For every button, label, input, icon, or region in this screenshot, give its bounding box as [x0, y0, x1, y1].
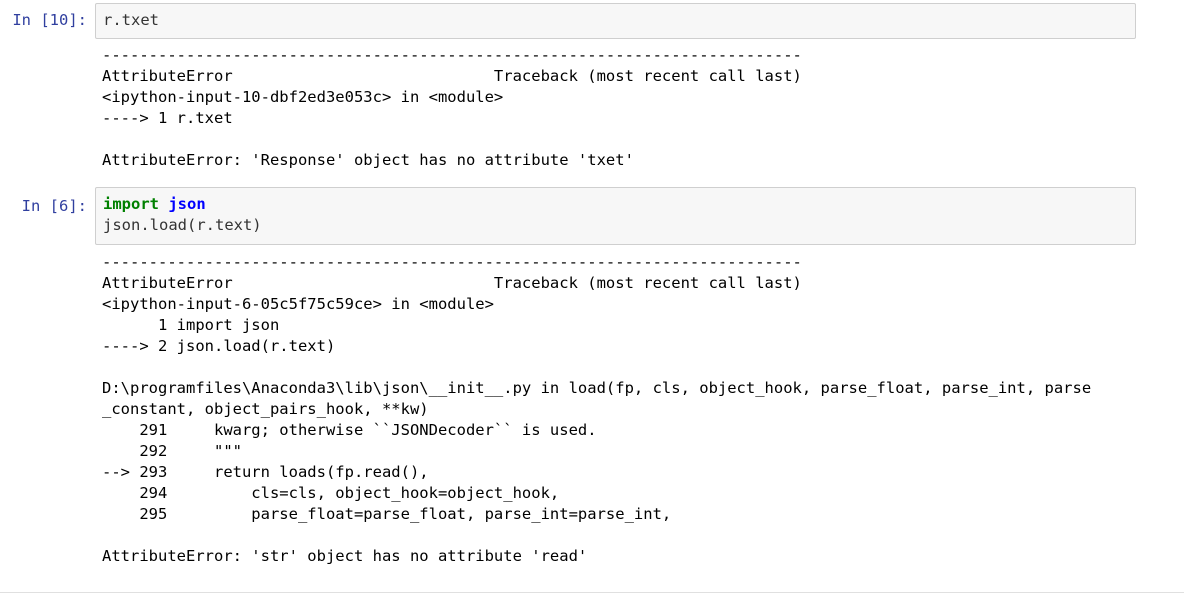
cell-output: ----------------------------------------… — [102, 45, 1162, 171]
output-line: 292 """ — [102, 442, 242, 460]
code-line: r.txet — [103, 11, 159, 29]
output-line — [102, 525, 1162, 546]
output-line — [102, 129, 1162, 150]
output-line: AttributeError Traceback (most recent ca… — [102, 274, 802, 292]
output-line: ----------------------------------------… — [102, 46, 802, 64]
output-line: ----> 1 r.txet — [102, 109, 233, 127]
output-line: <ipython-input-10-dbf2ed3e053c> in <modu… — [102, 88, 504, 106]
error-message: AttributeError: 'str' object has no attr… — [102, 547, 588, 565]
output-line: 291 kwarg; otherwise ``JSONDecoder`` is … — [102, 421, 597, 439]
output-line: ----> 2 json.load(r.text) — [102, 337, 336, 355]
code-input[interactable]: import json json.load(r.text) — [95, 187, 1136, 245]
output-line: 295 parse_float=parse_float, parse_int=p… — [102, 505, 672, 523]
output-line: D:\programfiles\Anaconda3\lib\json\__ini… — [102, 379, 1092, 397]
error-message: AttributeError: 'Response' object has no… — [102, 151, 634, 169]
cell-output: ----------------------------------------… — [102, 252, 1162, 567]
input-prompt: In [6]: — [21, 197, 87, 215]
output-line: 294 cls=cls, object_hook=object_hook, — [102, 484, 560, 502]
output-line: --> 293 return loads(fp.read(), — [102, 463, 429, 481]
output-line: <ipython-input-6-05c5f75c59ce> in <modul… — [102, 295, 494, 313]
output-line: 1 import json — [102, 316, 280, 334]
code-input[interactable]: r.txet — [95, 3, 1136, 39]
output-line: ----------------------------------------… — [102, 253, 802, 271]
code-line: import json — [103, 194, 1128, 215]
output-line — [102, 357, 1162, 378]
keyword-import: import — [103, 195, 159, 213]
output-line: _constant, object_pairs_hook, **kw) — [102, 400, 429, 418]
code-line: json.load(r.text) — [103, 216, 262, 234]
input-prompt: In [10]: — [12, 11, 87, 29]
bottom-divider — [0, 592, 1184, 593]
module-name: json — [168, 195, 206, 213]
output-line: AttributeError Traceback (most recent ca… — [102, 67, 802, 85]
